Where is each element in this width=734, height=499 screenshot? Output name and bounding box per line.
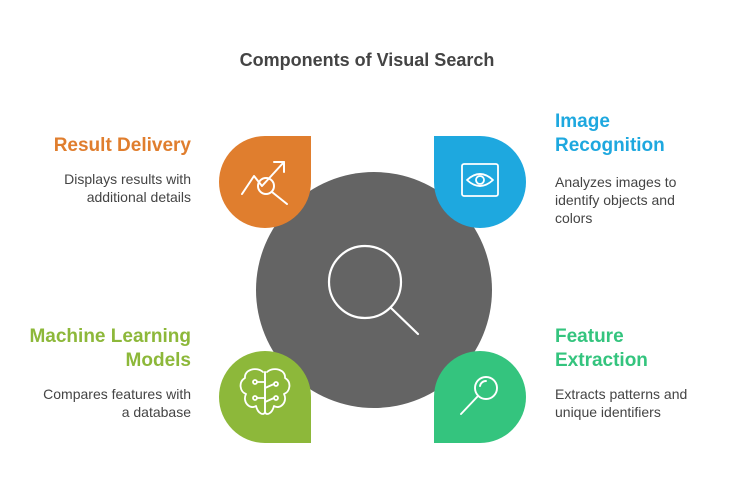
center-circle (256, 172, 492, 408)
image-recognition-desc-line3: colors (555, 210, 593, 226)
magnifier-icon (460, 376, 498, 415)
image-recognition-desc-line2: identify objects and (555, 192, 675, 208)
feature-extraction-heading-line1: Feature (555, 326, 624, 347)
eye-frame-icon (461, 163, 499, 197)
image-recognition-heading-line1: Image (555, 111, 610, 132)
image-recognition-heading-line2: Recognition (555, 135, 665, 156)
machine-learning-description: Compares features with a database (10, 385, 191, 421)
feature-extraction-desc-line1: Extracts patterns and (555, 386, 688, 402)
image-recognition-heading: Image Recognition (555, 110, 725, 158)
feature-extraction-heading: Feature Extraction (555, 325, 725, 373)
machine-learning-heading: Machine Learning Models (10, 325, 191, 373)
diagram-title: Components of Visual Search (239, 50, 495, 70)
machine-learning-desc-line1: Compares features with (43, 386, 191, 402)
image-recognition-node (434, 136, 526, 228)
image-recognition-description: Analyzes images to identify objects and … (555, 173, 725, 227)
result-delivery-heading: Result Delivery (53, 135, 191, 156)
result-delivery-description: Displays results with additional details (20, 170, 191, 206)
feature-extraction-heading-line2: Extraction (555, 350, 648, 371)
trend-search-icon (241, 161, 288, 205)
machine-learning-heading-line2: Models (125, 350, 191, 371)
feature-extraction-desc-line2: unique identifiers (555, 404, 661, 420)
image-recognition-desc-line1: Analyzes images to (555, 174, 677, 190)
machine-learning-desc-line2: a database (121, 404, 191, 420)
result-delivery-desc-line1: Displays results with (64, 171, 191, 187)
brain-circuit-icon (239, 368, 291, 415)
feature-extraction-description: Extracts patterns and unique identifiers (555, 385, 725, 421)
machine-learning-heading-line1: Machine Learning (29, 326, 191, 347)
result-delivery-desc-line2: additional details (86, 189, 191, 205)
search-icon (327, 244, 420, 336)
